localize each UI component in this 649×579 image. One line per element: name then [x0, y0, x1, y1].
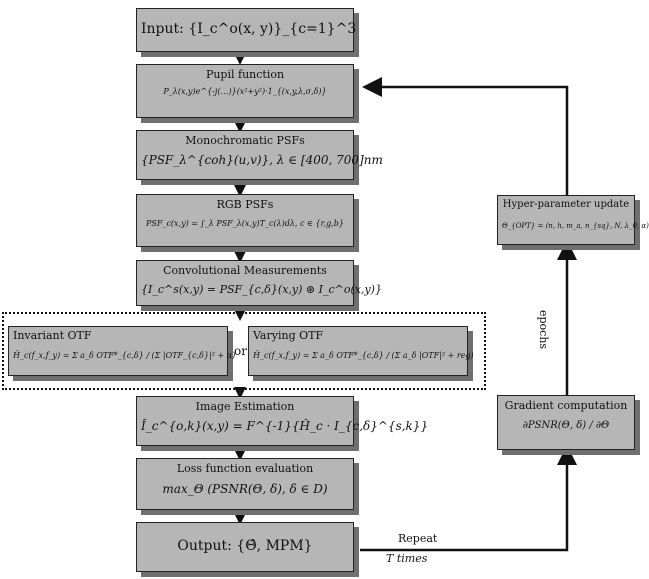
- input-formula: Input: {I_c^o(x, y)}_{c=1}^3: [141, 21, 357, 37]
- varying-otf-formula: Ĥ_c(f_x,f_y) = Σ a_δ OTF*_{c,δ} / (Σ a_δ…: [253, 351, 474, 360]
- image-estimation-title: Image Estimation: [195, 400, 295, 413]
- varying-otf-title: Varying OTF: [253, 329, 324, 342]
- repeat-label: Repeat: [398, 532, 438, 545]
- rgb-psfs-box: RGB PSFs PSF_c(x,y) = ∫_λ PSF_λ(x,y)T_c(…: [136, 194, 354, 247]
- loss-function-formula: max_Θ (PSNR(Θ, δ), δ ∈ D): [162, 482, 328, 496]
- convolutional-measurements-box: Convolutional Measurements {I_c^s(x,y) =…: [136, 260, 382, 306]
- input-box: Input: {I_c^o(x, y)}_{c=1}^3: [136, 8, 357, 52]
- pupil-function-formula: P_λ(x,y)e^{-j(…)}(x²+y²)·1_{(x,y,λ,σ,δ)}: [163, 87, 327, 96]
- loss-function-title: Loss function evaluation: [176, 462, 314, 475]
- arrow-output-to-gradient: [360, 445, 577, 552]
- times-label: T times: [386, 552, 428, 565]
- hyper-parameter-update-box: Hyper-parameter update Θ_{OPT} = (n, h, …: [497, 195, 649, 245]
- loss-function-box: Loss function evaluation max_Θ (PSNR(Θ, …: [136, 458, 354, 510]
- pupil-function-title: Pupil function: [205, 68, 285, 81]
- gradient-computation-title: Gradient computation: [504, 399, 628, 412]
- invariant-otf-formula: Ĥ_c(f_x,f_y) = Σ a_δ OTF*_{c,δ} / (Σ |OT…: [13, 351, 236, 360]
- or-label: or: [234, 344, 247, 358]
- monochromatic-psfs-formula: {PSF_λ^{coh}(u,v)}, λ ∈ [400, 700]nm: [141, 153, 383, 167]
- convolutional-measurements-title: Convolutional Measurements: [163, 264, 327, 277]
- convolutional-measurements-formula: {I_c^s(x,y) = PSF_{c,δ}(x,y) ⊛ I_c^o(x,y…: [141, 283, 382, 296]
- image-estimation-formula: Î_c^{o,k}(x,y) = F^{-1}{Ĥ_c · I_{c,δ}^{s…: [141, 419, 429, 433]
- monochromatic-psfs-box: Monochromatic PSFs {PSF_λ^{coh}(u,v)}, λ…: [136, 130, 383, 180]
- gradient-computation-box: Gradient computation ∂PSNR(Θ, δ) / ∂Θ: [497, 395, 635, 450]
- output-formula: Output: {Θ̂, MPM}: [177, 538, 313, 554]
- output-box: Output: {Θ̂, MPM}: [136, 522, 354, 572]
- hyper-parameter-update-title: Hyper-parameter update: [502, 199, 630, 210]
- invariant-otf-title: Invariant OTF: [13, 329, 92, 342]
- monochromatic-psfs-title: Monochromatic PSFs: [185, 134, 305, 147]
- rgb-psfs-formula: PSF_c(x,y) = ∫_λ PSF_λ(x,y)T_c(λ)dλ, c ∈…: [146, 219, 344, 228]
- image-estimation-box: Image Estimation Î_c^{o,k}(x,y) = F^{-1}…: [136, 396, 429, 446]
- otf-options-container: [2, 312, 486, 390]
- hyper-parameter-update-formula: Θ_{OPT} = (n, h, m_a, n_{sq}, N, λ_0, α): [502, 222, 649, 230]
- invariant-otf-box: Invariant OTF Ĥ_c(f_x,f_y) = Σ a_δ OTF*_…: [8, 326, 236, 376]
- rgb-psfs-title: RGB PSFs: [216, 198, 274, 211]
- pupil-function-box: Pupil function P_λ(x,y)e^{-j(…)}(x²+y²)·…: [136, 64, 354, 118]
- epochs-label: epochs: [537, 310, 550, 350]
- gradient-computation-formula: ∂PSNR(Θ, δ) / ∂Θ: [522, 420, 610, 431]
- varying-otf-box: Varying OTF Ĥ_c(f_x,f_y) = Σ a_δ OTF*_{c…: [248, 326, 474, 376]
- arrow-hyper-to-pupil: [362, 77, 569, 195]
